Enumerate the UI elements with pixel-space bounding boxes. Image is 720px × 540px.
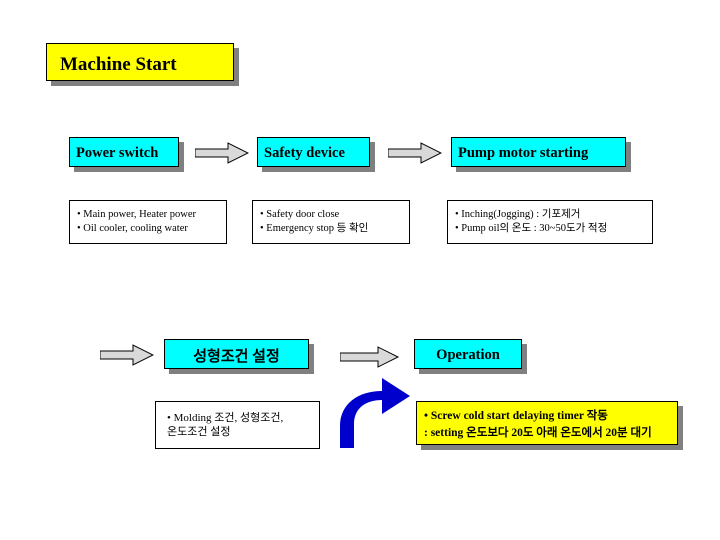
power-switch-detail-line-1: • Main power, Heater power <box>77 209 197 220</box>
arrow-up-to-operation <box>336 378 414 448</box>
pump-motor-header-label: Pump motor starting <box>458 145 589 161</box>
power-switch-header-label: Power switch <box>76 145 159 161</box>
molding-detail: • Molding 조건, 성형조건, 온도조건 설정 <box>155 401 320 449</box>
power-switch-detail-text: • Main power, Heater power • Oil cooler,… <box>77 208 196 236</box>
pump-motor-header: Pump motor starting <box>451 137 626 167</box>
arrow-power-to-safety <box>195 141 249 165</box>
operation-detail-text: • Screw cold start delaying timer 작동 : s… <box>424 408 652 442</box>
pump-motor-detail-line-1: • Inching(Jogging) : 기포제거 <box>455 209 581 220</box>
pump-motor-detail: • Inching(Jogging) : 기포제거 • Pump oil의 온도… <box>447 200 653 244</box>
operation-header: Operation <box>414 339 522 369</box>
pump-motor-detail-line-2: • Pump oil의 온도 : 30~50도가 적정 <box>455 223 608 234</box>
safety-device-detail-line-1: • Safety door close <box>260 209 340 220</box>
operation-header-label: Operation <box>436 347 500 363</box>
molding-detail-text: • Molding 조건, 성형조건, 온도조건 설정 <box>167 411 283 439</box>
page-title: Machine Start <box>60 54 177 75</box>
molding-header: 성형조건 설정 <box>164 339 309 369</box>
safety-device-header-label: Safety device <box>264 145 345 161</box>
operation-detail-line-1: • Screw cold start delaying timer 작동 <box>424 410 608 422</box>
safety-device-detail-line-2: • Emergency stop 등 확인 <box>260 223 369 234</box>
arrow-into-molding <box>100 343 154 367</box>
safety-device-header: Safety device <box>257 137 370 167</box>
molding-header-label: 성형조건 설정 <box>193 349 280 365</box>
power-switch-header: Power switch <box>69 137 179 167</box>
power-switch-detail-line-2: • Oil cooler, cooling water <box>77 223 188 234</box>
molding-detail-line-2: 온도조건 설정 <box>167 426 231 438</box>
title-box: Machine Start <box>46 43 234 81</box>
power-switch-detail: • Main power, Heater power • Oil cooler,… <box>69 200 227 244</box>
operation-detail: • Screw cold start delaying timer 작동 : s… <box>416 401 678 445</box>
arrow-molding-to-operation <box>340 345 400 369</box>
pump-motor-detail-text: • Inching(Jogging) : 기포제거 • Pump oil의 온도… <box>455 208 607 236</box>
safety-device-detail-text: • Safety door close • Emergency stop 등 확… <box>260 208 368 236</box>
operation-detail-line-2: : setting 온도보다 20도 아래 온도에서 20분 대기 <box>424 427 652 439</box>
molding-detail-line-1: • Molding 조건, 성형조건, <box>167 412 284 424</box>
arrow-safety-to-pump <box>388 141 442 165</box>
safety-device-detail: • Safety door close • Emergency stop 등 확… <box>252 200 410 244</box>
